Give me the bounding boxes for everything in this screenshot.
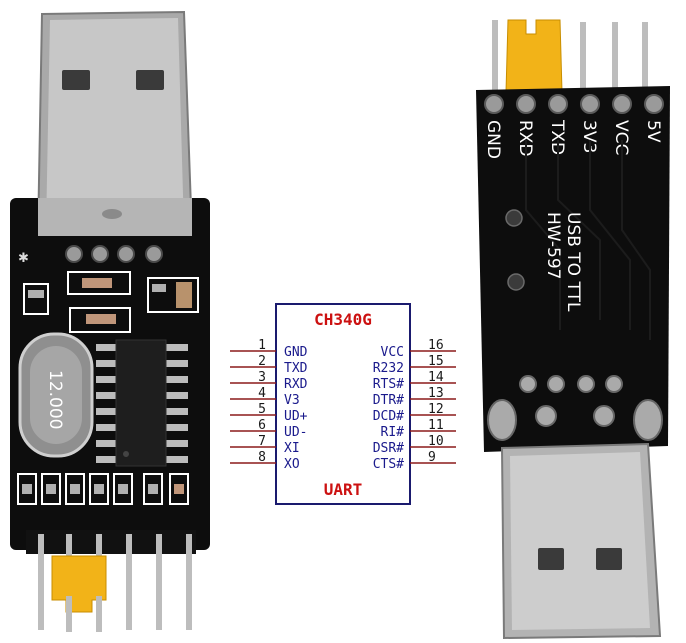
pin-name: UD+ [284,409,308,424]
bottom-smd-row [17,473,189,505]
pin-name: VCC [381,345,404,360]
svg-text:✱: ✱ [18,251,29,266]
right-pin: 11 RI# [381,418,456,440]
pin-name: UD- [284,425,307,440]
pin-number: 11 [428,418,444,433]
right-pin: 15 R232 [373,354,456,376]
left-pin: 1 GND [230,338,308,360]
header-labels: GND RXD TXD 3V3 VCC 5V [483,119,663,159]
left-pin: 4 V3 [230,386,300,408]
front-board: ✱ 12.000 [10,10,210,632]
front-header-pins [26,530,196,632]
pin-number: 9 [428,450,436,465]
pin-number: 6 [258,418,266,433]
right-pins: 16 VCC 15 R232 14 RTS# 13 DTR# 12 DCD# 11 RI# 10 DSR#… [373,338,456,472]
left-pins: 1 GND 2 TXD 3 RXD 4 V3 5 UD+ 6 UD- 7 XI 8 XO [230,338,308,472]
pin-name: DTR# [373,393,404,408]
left-pin: 5 UD+ [230,402,308,424]
crystal: 12.000 [18,332,94,458]
pin-name: GND [284,345,308,360]
pin-name: CTS# [373,457,404,472]
header-label: RXD [515,120,535,157]
pin-number: 14 [428,370,444,385]
left-pin: 6 UD- [230,418,307,440]
right-pin: 13 DTR# [373,386,456,408]
header-label: VCC [611,120,631,155]
pin-name: XI [284,441,300,456]
pin-name: V3 [284,393,300,408]
pin-number: 13 [428,386,444,401]
right-pin: 16 VCC [381,338,456,360]
header-label: TXD [547,119,567,155]
header-label: 5V [643,120,663,143]
right-pin: 14 RTS# [373,370,456,392]
jumper-cap-front [51,555,107,613]
right-pin: 10 DSR# [373,434,456,456]
pin-name: RI# [381,425,405,440]
pin-name: RTS# [373,377,404,392]
pin-number: 8 [258,450,266,465]
usb-plug-top [36,10,194,237]
pin-number: 5 [258,402,266,417]
jumper-cap-back [505,19,563,93]
pin-name: R232 [373,361,404,376]
pin-number: 15 [428,354,444,369]
silk-line-2: HW-597 [543,212,563,280]
left-pin: 7 XI [230,434,300,456]
right-pin: 9 CTS# [373,450,456,472]
header-label: 3V3 [579,120,599,153]
left-pin: 8 XO [230,450,300,472]
left-pin: 2 TXD [230,354,308,376]
ic-footer: UART [324,480,363,499]
pin-number: 10 [428,434,444,449]
pin-number: 4 [258,386,266,401]
right-pin: 12 DCD# [373,402,456,424]
ic-body [275,303,411,505]
pin-number: 1 [258,338,266,353]
usb-plug-bottom [500,442,662,640]
pin-number: 12 [428,402,444,417]
ch340g-pinout: CH340G UART 1 GND 2 TXD 3 RXD 4 V3 5 UD+ 6 UD- 7 XI 8 X… [230,303,456,505]
crystal-text: 12.000 [45,370,65,429]
pin-name: XO [284,457,300,472]
ic-title: CH340G [314,310,372,329]
back-board: GND RXD TXD 3V3 VCC 5V USB TO TTL HW-597 [476,19,670,640]
ch340-chip [96,339,188,467]
silk-line-1: USB TO TTL [563,212,583,312]
pin-number: 3 [258,370,266,385]
pin-number: 16 [428,338,444,353]
pin-number: 2 [258,354,266,369]
smd-components [23,271,199,333]
pin-name: DSR# [373,441,404,456]
left-pin: 3 RXD [230,370,308,392]
pin-name: RXD [284,377,308,392]
header-label: GND [483,120,503,159]
pin-number: 7 [258,434,266,449]
pin-name: TXD [284,361,308,376]
pin-name: DCD# [373,409,404,424]
